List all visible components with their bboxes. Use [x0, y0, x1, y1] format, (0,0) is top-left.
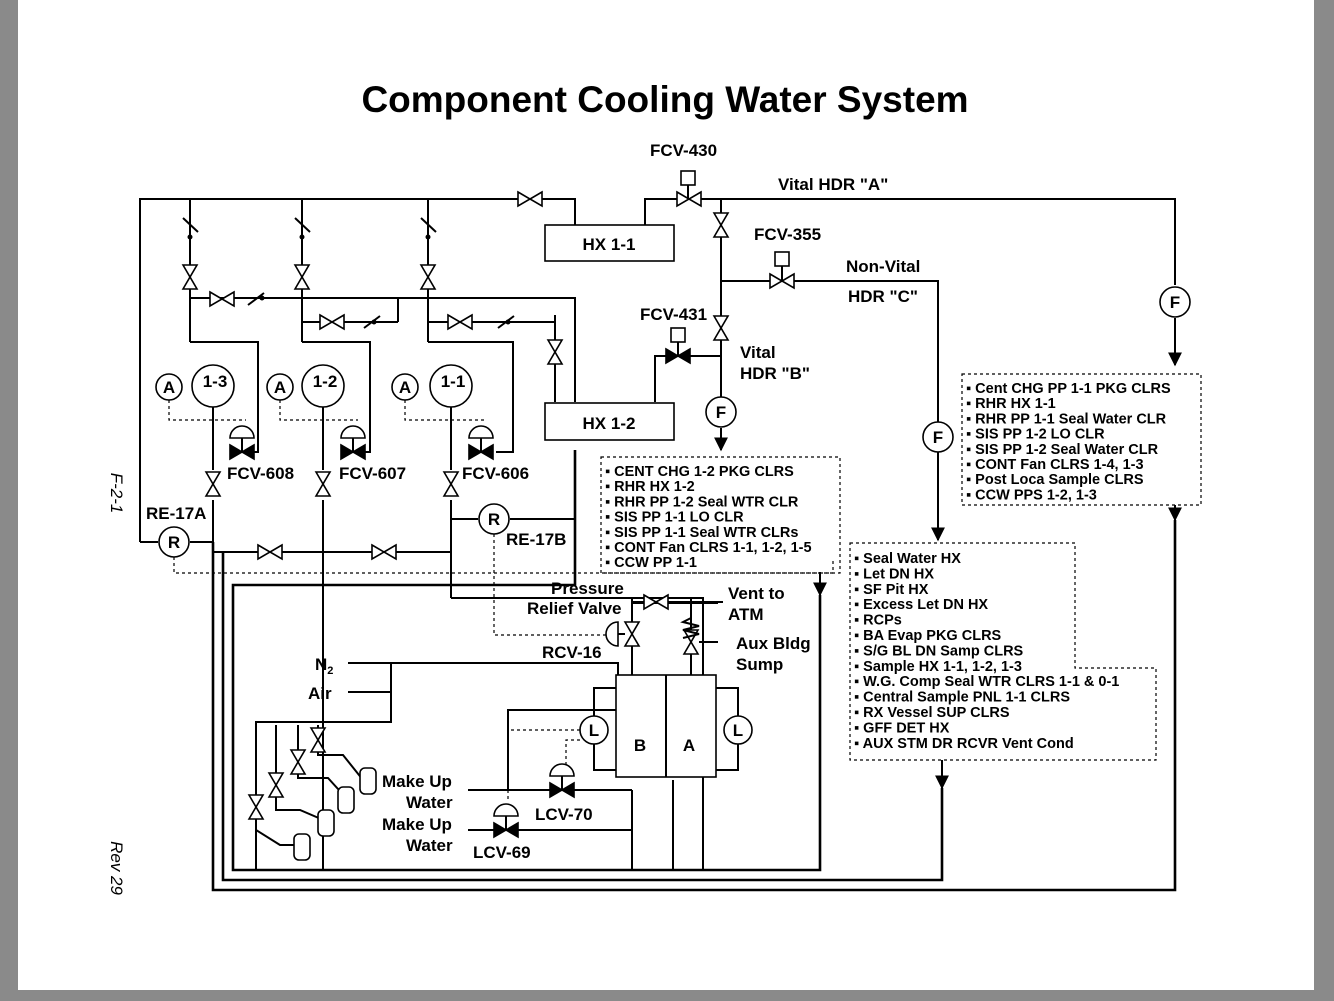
- fcv431-label: FCV-431: [640, 305, 707, 324]
- ccw-schematic: Component Cooling Water System F-2-1 Rev…: [107, 79, 1202, 895]
- load-list-item: ▪ CONT Fan CLRS 1-4, 1-3: [966, 457, 1144, 473]
- lcv69-label: LCV-69: [473, 843, 531, 862]
- hdr-b-load-list: ▪ CENT CHG 1-2 PKG CLRS▪ RHR HX 1-2▪ RHR…: [605, 464, 812, 571]
- makeup2-label-2: Water: [406, 836, 453, 855]
- figure-number: F-2-1: [107, 473, 126, 514]
- fcv607-label: FCV-607: [339, 464, 406, 483]
- lcv70-label: LCV-70: [535, 805, 593, 824]
- diagram-page: Component Cooling Water System F-2-1 Rev…: [18, 0, 1314, 990]
- makeup1-label-2: Water: [406, 793, 453, 812]
- tank-side-b: B: [634, 736, 646, 755]
- prv-label-2: Relief Valve: [527, 599, 622, 618]
- tank-side-a: A: [683, 736, 695, 755]
- load-list-item: ▪ SIS PP 1-2 Seal Water CLR: [966, 442, 1159, 458]
- load-list-item: ▪ Seal Water HX: [854, 551, 961, 567]
- load-list-item: ▪ RX Vessel SUP CLRS: [854, 705, 1010, 721]
- load-list-item: ▪ RHR HX 1-2: [605, 479, 695, 495]
- re17b-label: RE-17B: [506, 530, 566, 549]
- fcv430-label: FCV-430: [650, 141, 717, 160]
- hdr-a-loads-box: [961, 373, 1202, 506]
- load-list-item: ▪ Sample HX 1-1, 1-2, 1-3: [854, 659, 1022, 675]
- load-list-item: ▪ SIS PP 1-2 LO CLR: [966, 427, 1105, 443]
- makeup-manifold: [247, 725, 377, 861]
- svg-text:F: F: [1170, 293, 1180, 312]
- load-list-item: ▪ RHR PP 1-1 Seal Water CLR: [966, 411, 1167, 427]
- svg-text:R: R: [488, 510, 500, 529]
- level-element-icon: L L: [579, 715, 753, 745]
- vent-label-1: Vent to: [728, 584, 785, 603]
- svg-text:HX 1-2: HX 1-2: [583, 414, 636, 433]
- svg-text:F: F: [716, 403, 726, 422]
- load-list-item: ▪ S/G BL DN Samp CLRS: [854, 643, 1024, 659]
- rcv16-label: RCV-16: [542, 643, 602, 662]
- hdr-c-label: HDR "C": [848, 287, 918, 306]
- load-list-item: ▪ Cent CHG PP 1-1 PKG CLRS: [966, 381, 1171, 397]
- hdr-a-load-list: ▪ Cent CHG PP 1-1 PKG CLRS▪ RHR HX 1-1▪ …: [966, 381, 1171, 503]
- load-list-item: ▪ CONT Fan CLRS 1-1, 1-2, 1-5: [605, 540, 812, 556]
- pump-1-3: 1-3: [191, 364, 235, 408]
- svg-text:R: R: [168, 533, 180, 552]
- svg-text:HX 1-1: HX 1-1: [583, 235, 636, 254]
- fcv355-label: FCV-355: [754, 225, 821, 244]
- load-list-item: ▪ SIS PP 1-1 Seal WTR CLRs: [605, 525, 798, 541]
- surge-tank: B A: [593, 674, 739, 778]
- svg-text:1-1: 1-1: [441, 372, 466, 391]
- makeup2-label-1: Make Up: [382, 815, 452, 834]
- hdr-b-loads-box: [600, 456, 841, 574]
- air-label: Air: [308, 684, 332, 703]
- load-list-item: ▪ Post Loca Sample CLRS: [966, 472, 1144, 488]
- pump-1-2: 1-2: [301, 364, 345, 408]
- svg-text:A: A: [399, 378, 411, 397]
- load-list-item: ▪ RHR HX 1-1: [966, 396, 1056, 412]
- svg-text:L: L: [589, 721, 599, 740]
- svg-text:A: A: [163, 378, 175, 397]
- vent-label-2: ATM: [728, 605, 764, 624]
- svg-text:A: A: [274, 378, 286, 397]
- load-list-item: ▪ Let DN HX: [854, 566, 934, 582]
- hdr-b-label: HDR "B": [740, 364, 810, 383]
- load-list-item: ▪ SF Pit HX: [854, 582, 929, 598]
- nonvital-label: Non-Vital: [846, 257, 920, 276]
- sump-label-1: Aux Bldg: [736, 634, 811, 653]
- load-list-item: ▪ GFF DET HX: [854, 720, 950, 736]
- hdr-c-load-list: ▪ Seal Water HX▪ Let DN HX▪ SF Pit HX▪ E…: [854, 551, 1119, 752]
- svg-text:1-3: 1-3: [203, 372, 228, 391]
- load-list-item: ▪ BA Evap PKG CLRS: [854, 628, 1002, 644]
- load-list-item: ▪ Central Sample PNL 1-1 CLRS: [854, 690, 1070, 706]
- fcv608-label: FCV-608: [227, 464, 294, 483]
- pump-1-1: 1-1: [429, 364, 473, 408]
- fcv606-label: FCV-606: [462, 464, 529, 483]
- n2-label: N2: [315, 655, 333, 677]
- valves: [181, 170, 795, 839]
- load-list-item: ▪ CCW PP 1-1: [605, 555, 697, 571]
- load-list-item: ▪ SIS PP 1-1 LO CLR: [605, 510, 744, 526]
- load-list-item: ▪ AUX STM DR RCVR Vent Cond: [854, 736, 1074, 752]
- hx-1-1: HX 1-1: [544, 224, 675, 262]
- load-list-item: ▪ RCPs: [854, 613, 902, 629]
- revision-number: Rev 29: [107, 841, 126, 895]
- hx-1-2: HX 1-2: [544, 402, 675, 441]
- re17a-label: RE-17A: [146, 504, 206, 523]
- radiation-element-icon: R R: [158, 503, 510, 558]
- sump-label-2: Sump: [736, 655, 783, 674]
- vital-b-label: Vital: [740, 343, 776, 362]
- load-list-item: ▪ CCW PPS 1-2, 1-3: [966, 487, 1097, 503]
- svg-text:F: F: [933, 428, 943, 447]
- svg-text:L: L: [733, 721, 743, 740]
- hdr-c-loads-box: [849, 542, 1157, 761]
- vital-hdr-a-label: Vital HDR "A": [778, 175, 888, 194]
- svg-text:1-2: 1-2: [313, 372, 338, 391]
- makeup1-label-1: Make Up: [382, 772, 452, 791]
- load-list-item: ▪ W.G. Comp Seal WTR CLRS 1-1 & 0-1: [854, 674, 1119, 690]
- diagram-title: Component Cooling Water System: [361, 79, 968, 120]
- load-list-item: ▪ CENT CHG 1-2 PKG CLRS: [605, 464, 794, 480]
- flow-element-icon: F F F: [705, 286, 1191, 453]
- load-list-item: ▪ Excess Let DN HX: [854, 597, 988, 613]
- prv-label-1: Pressure: [551, 579, 624, 598]
- load-list-item: ▪ RHR PP 1-2 Seal WTR CLR: [605, 494, 799, 510]
- ammeter-icon: A A A: [155, 373, 419, 401]
